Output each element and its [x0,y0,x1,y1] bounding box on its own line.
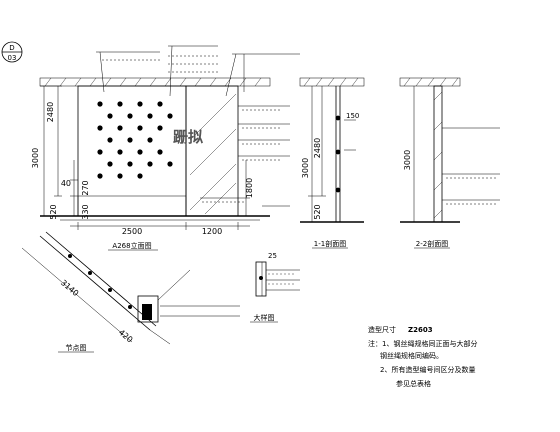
detail-3-caption: 大样图 [254,313,275,322]
detail-4-caption: 节点图 [66,344,87,352]
dim-270: 270 [81,180,90,195]
notes-line-4: 参见总表格 [396,379,431,388]
dim-1800: 1800 [245,178,254,198]
s1-dim-2480: 2480 [313,138,322,158]
detail-marker: D 03 [1,41,23,63]
section-2-caption: 2-2剖面图 [416,239,448,248]
section-1-caption: 1-1剖面图 [314,239,346,248]
notes-title: 造型尺寸 [368,325,396,334]
detail-marker-top: D [9,44,14,52]
s1-dim-150: 150 [346,112,359,120]
notes-line-2: 钢丝绳规格同编码。 [380,351,443,360]
dim-2500: 2500 [122,227,142,236]
main-elevation: 跚拟 3000 2480 [31,45,300,251]
d3-dim-25: 25 [268,252,277,260]
dim-3000: 3000 [31,148,40,168]
dim-40: 40 [61,179,71,188]
elevation-caption: A268立面图 [112,241,151,250]
dim-520: 520 [49,204,58,219]
section-1: 3000 2480 520 150 1-1剖面图 [299,77,365,249]
notes-line-1: 注：1、钢丝绳规格同正面与大部分 [368,339,477,348]
s1-dim-520: 520 [313,204,322,219]
detail-marker-bottom: 03 [8,54,17,62]
notes-line-3: 2、所有造型编号间区分及数量 [380,365,475,374]
notes-block: 造型尺寸 Z2603 注：1、钢丝绳规格同正面与大部分 钢丝绳规格同编码。 2、… [368,325,477,388]
dim-1200: 1200 [202,227,222,236]
elevation-dims-left [40,85,62,217]
dim-330: 330 [81,204,90,219]
notes-code: Z2603 [408,326,433,334]
s1-dim-3000: 3000 [301,158,310,178]
peg-grid [97,101,173,179]
watermark: 跚拟 [173,128,203,146]
s2-dim-3000: 3000 [403,150,412,170]
section-2: 3000 2-2剖面图 [399,77,500,249]
dim-2480: 2480 [46,102,55,122]
detail-3: 25 大样图 [250,252,300,323]
elevation-leaders [96,45,300,207]
